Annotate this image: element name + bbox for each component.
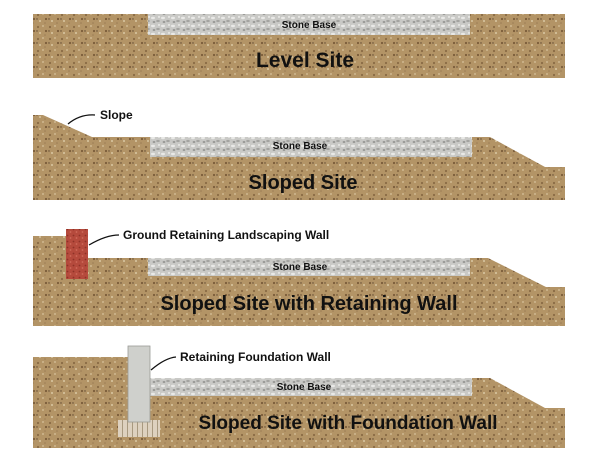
slope-callout-label: Slope (100, 108, 133, 122)
landscaping-wall (66, 229, 88, 279)
foundation-wall-callout-leader (150, 356, 177, 371)
panel-title: Sloped Site with Retaining Wall (160, 293, 457, 315)
retaining-wall-callout-leader (88, 234, 120, 246)
panel-title: Sloped Site (249, 172, 358, 194)
soil-sloped (33, 115, 565, 200)
soil-foundation-wall (33, 357, 565, 448)
stone-base-label: Stone Base (277, 382, 332, 393)
foundation-wall (127, 345, 151, 423)
panel-title: Level Site (256, 49, 354, 72)
stone-base-label: Stone Base (273, 262, 328, 273)
panel-title: Sloped Site with Foundation Wall (198, 413, 497, 434)
stone-base (150, 378, 472, 396)
retaining-wall-callout-label: Ground Retaining Landscaping Wall (123, 228, 329, 242)
panel-level-site: Stone Base Level Site (33, 14, 565, 78)
stone-base (150, 137, 472, 157)
panel-sloped-site-foundation-wall: Stone Base Sloped Site with Foundation W… (33, 345, 565, 448)
panel-sloped-site: Stone Base Sloped Site Slope (33, 108, 565, 200)
footing (118, 420, 160, 437)
stone-base (148, 14, 470, 35)
foundation-wall-callout-label: Retaining Foundation Wall (180, 350, 331, 364)
stone-base (148, 258, 470, 276)
stone-base-label: Stone Base (273, 141, 328, 152)
stone-base-label: Stone Base (282, 20, 337, 31)
slope-callout-leader (67, 114, 96, 125)
panel-sloped-site-retaining-wall: Stone Base Sloped Site with Retaining Wa… (33, 228, 565, 326)
